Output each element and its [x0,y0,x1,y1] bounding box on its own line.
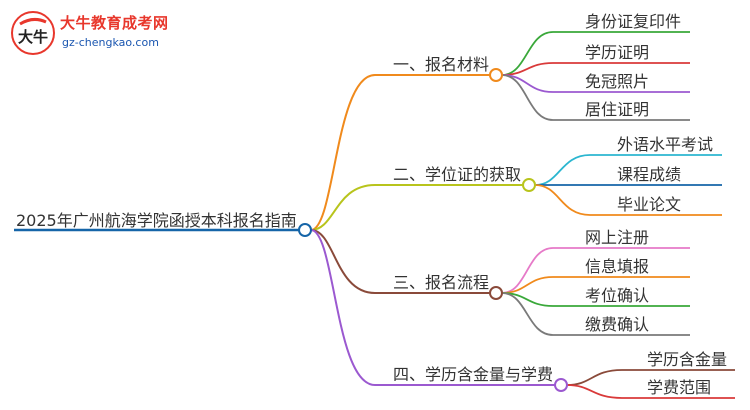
leaf-node-label: 缴费确认 [585,315,649,334]
branch-node-label: 一、报名材料 [393,55,489,74]
leaf-connector [566,369,623,386]
branch-node-label: 四、学历含金量与学费 [393,365,553,384]
leaf-node-label: 外语水平考试 [617,135,713,154]
branch-node-circle[interactable] [489,68,503,82]
leaf-node-label: 信息填报 [585,257,649,276]
leaf-node-label: 免冠照片 [585,72,649,91]
mindmap-edges [14,31,735,399]
logo-url[interactable]: gz-chengkao.com [62,36,159,49]
leaf-connector [534,184,591,216]
logo-mark-text: 大牛 [18,28,48,46]
leaf-connector [501,247,554,294]
leaf-node-label: 学历含金量 [647,350,727,369]
leaf-node-label: 课程成绩 [617,165,681,184]
branch-connector [310,229,376,386]
branch-node-circle[interactable] [522,178,536,192]
leaf-connector [566,384,623,399]
leaf-node-label: 毕业论文 [617,195,681,214]
leaf-node-label: 学历证明 [585,43,649,62]
leaf-node-label: 学费范围 [647,378,711,397]
niu-logo-icon: 大牛 [11,11,55,55]
branch-node-label: 三、报名流程 [393,273,489,292]
root-node-label: 2025年广州航海学院函授本科报名指南 [16,211,297,230]
leaf-connector [534,154,591,186]
branch-connector [310,184,376,231]
leaf-node-label: 考位确认 [585,286,649,305]
leaf-node-label: 网上注册 [585,228,649,247]
leaf-connector [501,292,554,336]
branch-node-circle[interactable] [489,286,503,300]
logo-title: 大牛教育成考网 [60,14,169,32]
branch-node-circle[interactable] [554,378,568,392]
leaf-node-label: 居住证明 [585,100,649,119]
branch-connector [310,74,376,231]
branch-connector [310,229,376,294]
branch-node-label: 二、学位证的获取 [393,165,521,184]
leaf-node-label: 身份证复印件 [585,12,681,31]
leaf-connector [501,74,554,121]
root-node-circle[interactable] [298,223,312,237]
mindmap-nodes: 2025年广州航海学院函授本科报名指南 一、报名材料 身份证复印件学历证明免冠照片居… [16,12,727,397]
site-logo[interactable]: 大牛 大牛教育成考网 gz-chengkao.com [10,8,180,58]
